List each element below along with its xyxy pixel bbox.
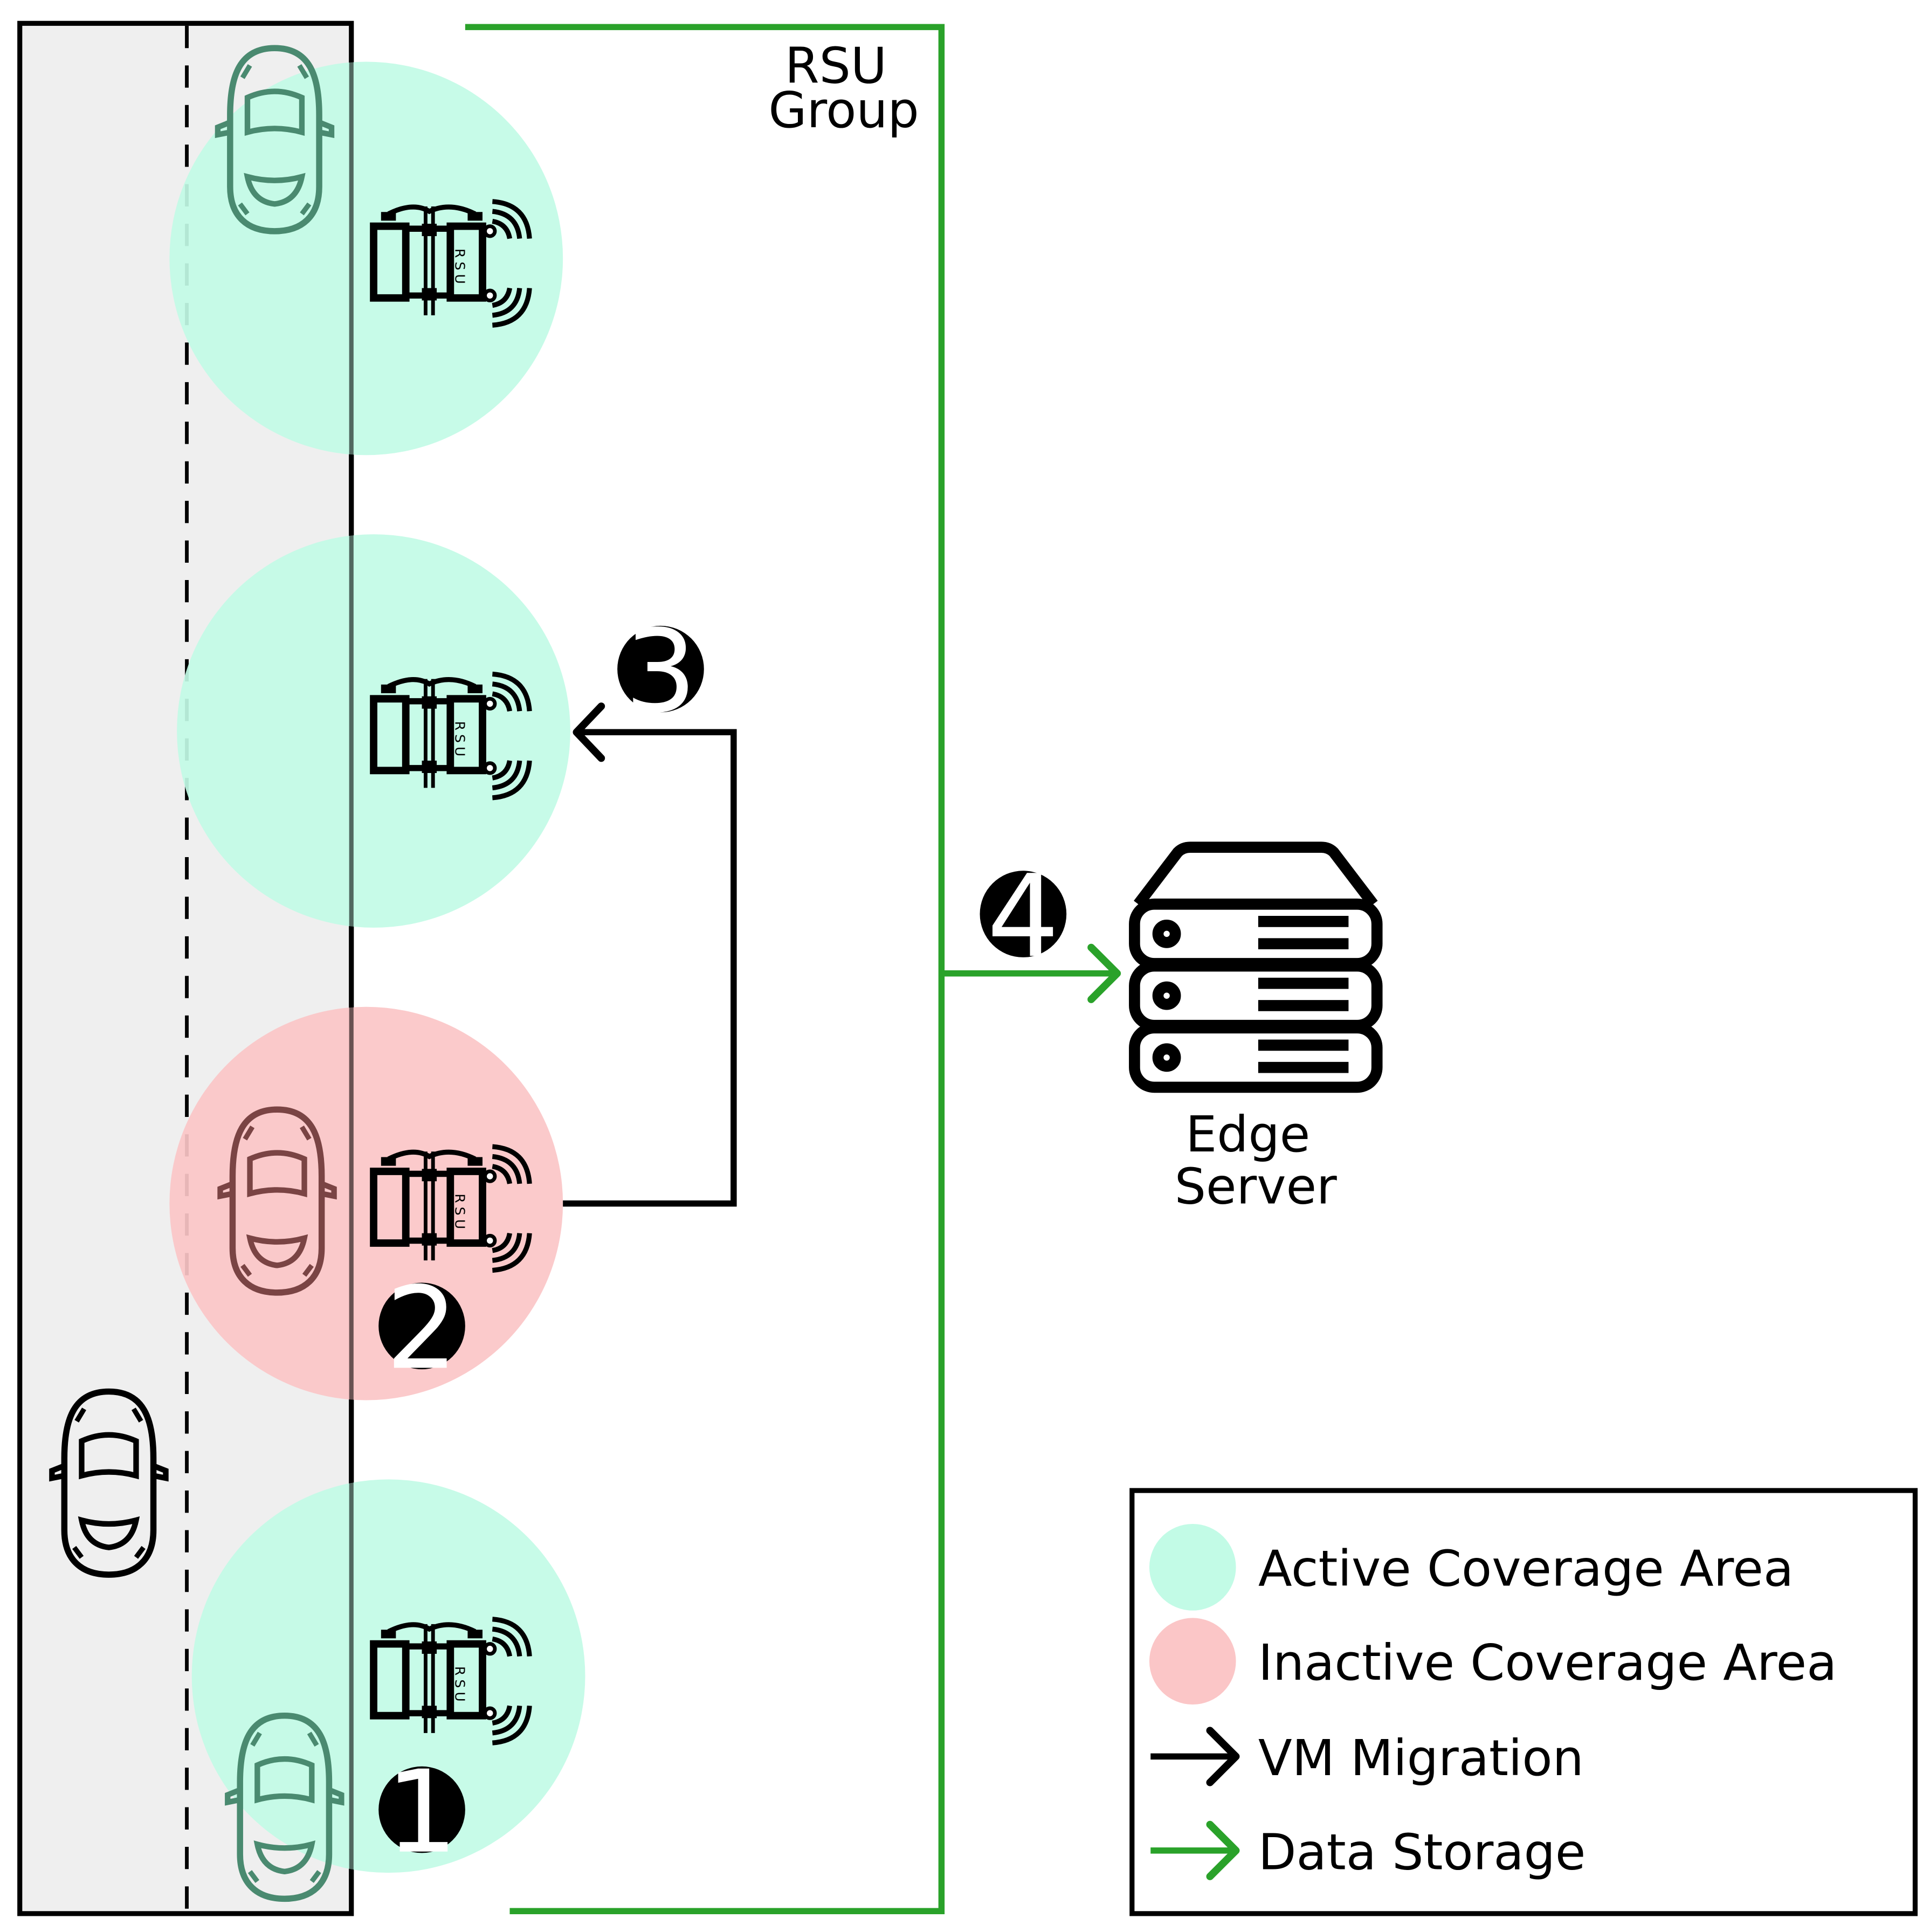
edge-server-label: Edge Server	[1175, 1106, 1337, 1215]
vm-migration-arrow	[563, 702, 737, 1207]
step-badge-2: 2	[378, 1262, 465, 1395]
legend: Active Coverage Area Inactive Coverage A…	[1129, 1488, 1918, 1916]
svg-text:4: 4	[987, 850, 1059, 983]
legend-label-vm-migration: VM Migration	[1258, 1729, 1584, 1787]
data-storage-arrow	[941, 943, 1121, 1003]
legend-swatch-inactive	[1149, 1618, 1236, 1705]
rsu-icon-label: RSU	[452, 249, 468, 288]
rsu-icon: RSU	[374, 674, 529, 797]
rsu-group-bracket	[465, 24, 945, 1915]
rsu-icon: RSU	[374, 202, 529, 325]
arrow-icon	[1150, 1820, 1240, 1880]
rsu-icon-label: RSU	[452, 721, 468, 761]
coverage-area-inactive	[169, 1006, 563, 1400]
legend-label-data-storage: Data Storage	[1258, 1823, 1586, 1881]
rsu-icon-label: RSU	[452, 1666, 468, 1706]
step-badge-3: 3	[617, 605, 704, 738]
legend-label-active: Active Coverage Area	[1258, 1540, 1794, 1598]
rsu-icon: RSU	[374, 1619, 529, 1743]
svg-text:1: 1	[385, 1746, 458, 1879]
svg-text:2: 2	[385, 1262, 458, 1395]
rsu-group-label: RSU Group	[768, 37, 919, 139]
legend-swatch-active	[1149, 1523, 1236, 1611]
coverage-area-active	[169, 61, 563, 456]
legend-label-inactive: Inactive Coverage Area	[1258, 1634, 1837, 1692]
svg-text:3: 3	[624, 605, 697, 738]
arrow-icon	[1150, 1727, 1240, 1786]
rsu-icon: RSU	[374, 1147, 529, 1270]
step-badge-1: 1	[378, 1746, 465, 1879]
step-badge-4: 4	[980, 850, 1067, 983]
rsu-icon-label: RSU	[452, 1193, 468, 1233]
coverage-area-active	[191, 1479, 585, 1873]
server-icon	[1129, 841, 1383, 1093]
